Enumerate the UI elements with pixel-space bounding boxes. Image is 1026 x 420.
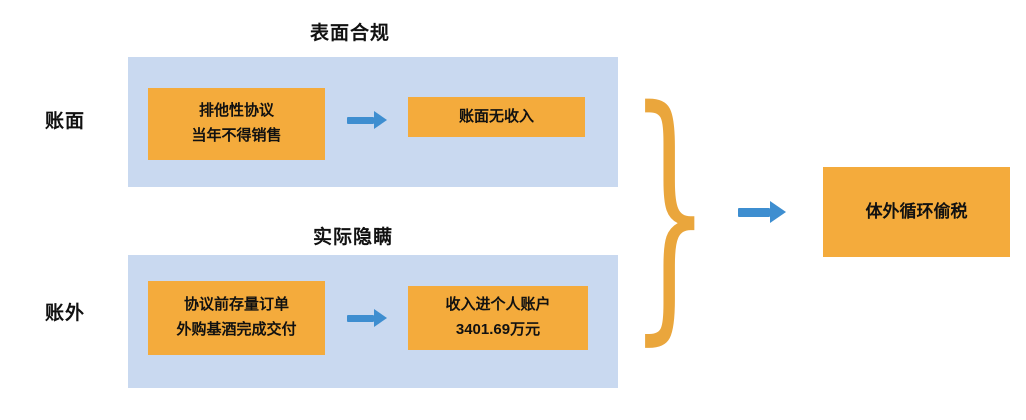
arrow-result-icon xyxy=(738,201,786,223)
arrow-head xyxy=(770,201,786,223)
arrow-shaft xyxy=(738,207,770,217)
arrow-shaft xyxy=(347,116,374,124)
arrow-shaft xyxy=(347,314,374,322)
box-no-book-income-line1: 账面无收入 xyxy=(458,107,534,125)
box-prior-orders: 协议前存量订单 外购基酒完成交付 xyxy=(148,281,325,355)
box-exclusive-agreement: 排他性协议 当年不得销售 xyxy=(148,88,325,160)
arrow-head xyxy=(374,111,387,129)
box-result-tax-evasion-label: 体外循环偷税 xyxy=(865,201,968,221)
box-prior-orders-line2: 外购基酒完成交付 xyxy=(176,321,297,338)
row-label-off-books: 账外 xyxy=(45,303,86,324)
section-title-surface-compliance: 表面合规 xyxy=(309,23,390,44)
box-prior-orders-line1: 协议前存量订单 xyxy=(183,296,289,314)
box-personal-account-income-line2: 3401.69万元 xyxy=(455,321,541,338)
box-personal-account-income: 收入进个人账户 3401.69万元 xyxy=(408,286,588,350)
box-no-book-income: 账面无收入 xyxy=(408,97,585,137)
arrow-head xyxy=(374,309,387,327)
section-title-actual-concealment: 实际隐瞒 xyxy=(312,227,393,248)
box-exclusive-agreement-line2: 当年不得销售 xyxy=(191,127,282,144)
box-personal-account-income-line1: 收入进个人账户 xyxy=(445,296,551,314)
row-label-on-books: 账面 xyxy=(45,111,86,132)
box-exclusive-agreement-line1: 排他性协议 xyxy=(198,102,274,120)
arrow-bottom-icon xyxy=(347,309,387,327)
arrow-top-icon xyxy=(347,111,387,129)
curly-brace-icon: } xyxy=(629,55,711,369)
box-result-tax-evasion: 体外循环偷税 xyxy=(823,167,1010,257)
